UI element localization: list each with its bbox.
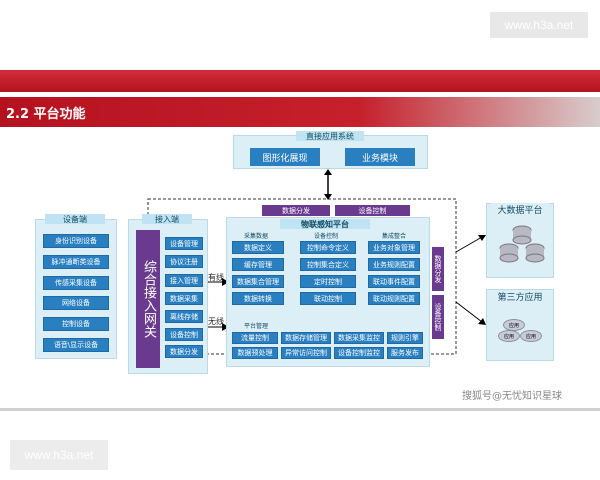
device-item: 网络设备 <box>43 296 109 310</box>
iot-tab: 设备控制 <box>335 205 410 216</box>
group-item: 联动规则配置 <box>368 292 420 305</box>
iot-tab: 数据分发 <box>262 205 330 216</box>
watermark-top: www.h3a.net <box>490 12 588 38</box>
access-item: 设备控制 <box>165 328 203 341</box>
mgmt-item: 数据预处理 <box>232 347 278 359</box>
device-item: 语音\显示设备 <box>43 338 109 352</box>
group-item: 数据集合管理 <box>232 275 284 288</box>
app-bubble: 应用 <box>498 330 520 342</box>
mgmt-item: 数据采集监控 <box>334 332 384 344</box>
diagram-area: 直接应用系统 图形化展现 业务模块 设备端 身份识别设备 脉冲通断类设备 传感采… <box>0 127 600 408</box>
side-label: 数据分发 <box>432 247 444 291</box>
group-item: 联动控制 <box>300 292 356 305</box>
group-item: 业务规则配置 <box>368 258 420 271</box>
watermark-top-text: www.h3a.net <box>504 18 574 32</box>
device-item: 控制设备 <box>43 317 109 331</box>
credit-text: 搜狐号@无忧知识星球 <box>462 391 562 402</box>
group-item: 联动事件配置 <box>368 275 420 288</box>
group-title: 设备控制 <box>313 232 338 240</box>
app-item: 业务模块 <box>345 148 415 166</box>
section-title: 2.2 平台功能 <box>6 107 86 122</box>
side-label: 设备控制 <box>432 295 444 339</box>
group-item: 控制命令定义 <box>300 241 356 254</box>
group-title: 集成整合 <box>381 232 406 240</box>
database-icon <box>499 225 545 263</box>
mgmt-item: 异常访问控制 <box>281 347 331 359</box>
watermark-bottom-text: www.h3a.net <box>24 448 94 462</box>
gateway-label: 综合接入网关 <box>136 230 160 368</box>
device-item: 脉冲通断类设备 <box>43 255 109 269</box>
group-title: 采集数据 <box>243 232 268 240</box>
mgmt-item: 服务发布 <box>387 347 423 359</box>
access-item: 数据分发 <box>165 345 203 358</box>
iot-title: 物联感知平台 <box>280 219 370 229</box>
bottom-bar <box>0 408 600 411</box>
thirdparty-title: 第三方应用 <box>490 290 550 303</box>
access-item: 数据采集 <box>165 292 203 305</box>
group-item: 控制集合定义 <box>300 258 356 271</box>
bigdata-title: 大数据平台 <box>490 203 550 216</box>
app-bubble: 应用 <box>520 330 542 342</box>
mgmt-item: 流量控制 <box>232 332 278 344</box>
group-item: 缓存管理 <box>232 258 284 271</box>
device-title: 设备端 <box>45 214 105 224</box>
app-system-title: 直接应用系统 <box>296 131 364 141</box>
group-item: 定时控制 <box>300 275 356 288</box>
group-item: 业务对象管理 <box>368 241 420 254</box>
mgmt-item: 规则引擎 <box>387 332 423 344</box>
wired-label: 有线 <box>208 273 224 282</box>
wireless-label: 无线 <box>208 317 224 326</box>
access-item: 协议注册 <box>165 255 203 268</box>
app-item: 图形化展现 <box>250 148 320 166</box>
platform-mgmt-title: 平台管理 <box>243 322 268 330</box>
mgmt-item: 设备控制监控 <box>334 347 384 359</box>
group-item: 数据定义 <box>232 241 284 254</box>
red-stripe <box>0 70 600 92</box>
access-item: 离线存储 <box>165 310 203 323</box>
access-title: 接入端 <box>142 214 192 224</box>
access-item: 设备管理 <box>165 237 203 250</box>
access-item: 接入管理 <box>165 274 203 287</box>
mgmt-item: 数据存储管理 <box>281 332 331 344</box>
watermark-bottom: www.h3a.net <box>10 440 108 470</box>
device-item: 传感采集设备 <box>43 276 109 290</box>
device-item: 身份识别设备 <box>43 234 109 248</box>
group-item: 数据转换 <box>232 292 284 305</box>
section-title-bar: 2.2 平台功能 <box>0 97 600 127</box>
